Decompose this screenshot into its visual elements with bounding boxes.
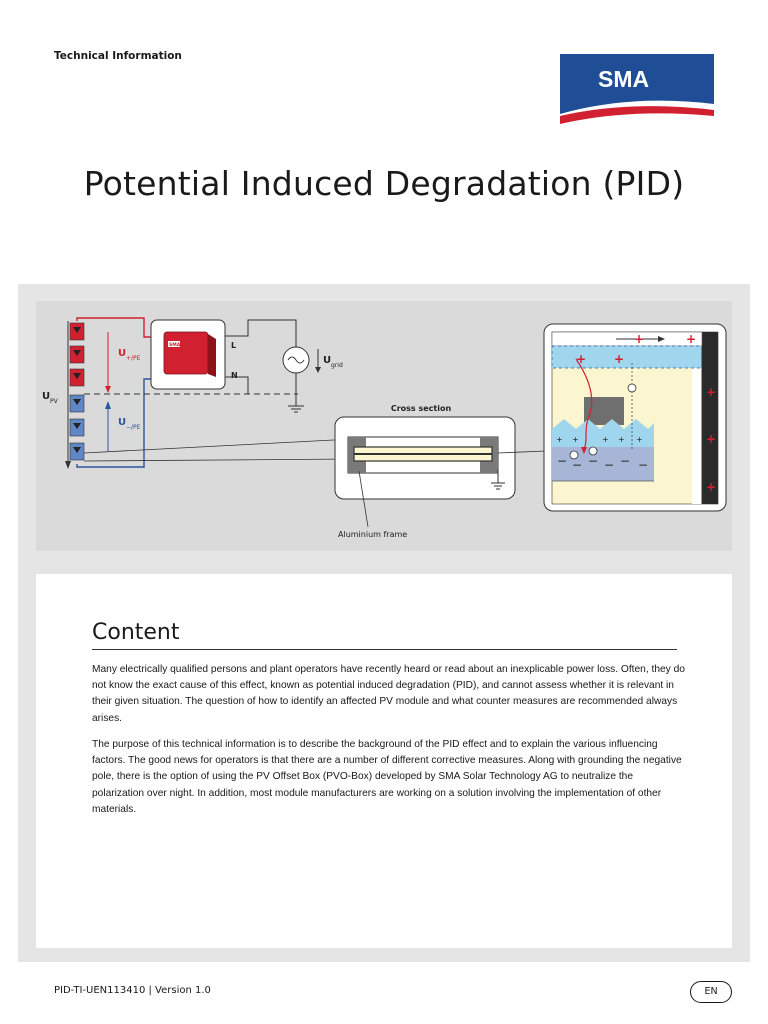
cell-minus: −: [588, 454, 598, 468]
content-panel: Content Many electrically qualified pers…: [18, 565, 750, 962]
plus-charge: +: [706, 480, 716, 494]
cell-minus: −: [572, 458, 582, 472]
plus-charge: +: [614, 352, 624, 366]
page-title: Potential Induced Degradation (PID): [83, 164, 685, 203]
svg-text:Cross section: Cross section: [391, 404, 452, 413]
cell-minus: −: [638, 458, 648, 472]
content-heading: Content: [92, 620, 677, 650]
cell-plus: +: [572, 435, 579, 444]
cell-plus: +: [636, 435, 643, 444]
detail-zoom: [543, 323, 727, 512]
cell-minus: −: [557, 454, 567, 468]
module-cross-section: [334, 416, 516, 500]
inverter-icon: SMA: [150, 319, 226, 390]
svg-text:grid: grid: [331, 362, 343, 369]
svg-text:N: N: [231, 371, 238, 380]
svg-text:PV: PV: [50, 398, 59, 405]
svg-text:U: U: [42, 391, 50, 402]
cell-plus: +: [602, 435, 609, 444]
svg-text:U: U: [323, 355, 331, 366]
svg-text:L: L: [231, 341, 236, 350]
logo-text: SMA: [598, 66, 649, 92]
cell-plus: +: [618, 435, 625, 444]
svg-text:U: U: [118, 348, 126, 359]
svg-text:+/PE: +/PE: [126, 355, 141, 362]
content-box: Content Many electrically qualified pers…: [36, 574, 732, 948]
document-type-label: Technical Information: [54, 50, 182, 62]
cell-minus: −: [620, 454, 630, 468]
content-paragraph-2: The purpose of this technical informatio…: [92, 739, 682, 815]
plus-charge: +: [706, 432, 716, 446]
document-id: PID-TI-UEN113410 | Version 1.0: [54, 985, 211, 996]
pv-string: [65, 321, 85, 469]
sma-logo: SMA: [560, 54, 714, 128]
plus-charge: +: [706, 385, 716, 399]
pid-figure-panel: U +/PE U −/PE U PV SMA L N U: [18, 284, 750, 565]
cell-plus: +: [556, 435, 563, 444]
svg-text:SMA: SMA: [169, 342, 181, 348]
plus-charge: +: [686, 332, 696, 346]
cell-minus: −: [604, 458, 614, 472]
language-badge: EN: [690, 981, 732, 1003]
plus-charge: +: [634, 332, 644, 346]
pid-diagram: U +/PE U −/PE U PV SMA L N U: [36, 301, 732, 551]
svg-text:Aluminium frame: Aluminium frame: [338, 530, 407, 539]
plus-charge: +: [576, 352, 586, 366]
svg-text:−/PE: −/PE: [126, 424, 141, 431]
content-paragraph-1: Many electrically qualified persons and …: [92, 664, 685, 724]
svg-text:U: U: [118, 417, 126, 428]
